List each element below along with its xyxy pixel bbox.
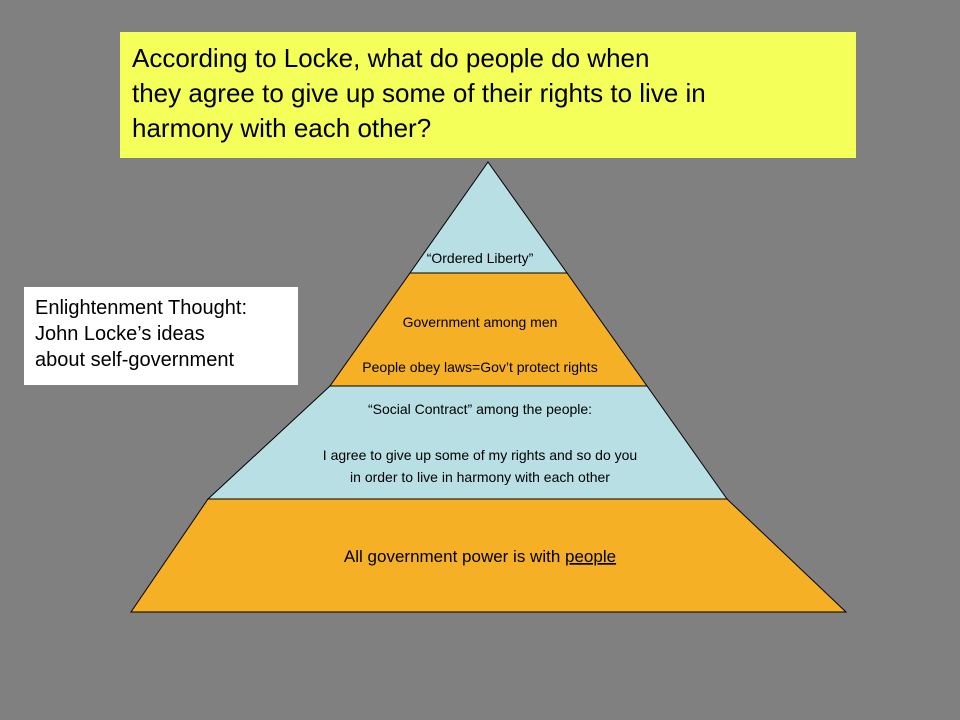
- question-line-1: According to Locke, what do people do wh…: [132, 43, 650, 73]
- note-line-2: John Locke’s ideas: [35, 323, 205, 345]
- question-line-2: they agree to give up some of their righ…: [132, 78, 706, 108]
- harmony-label: in order to live in harmony with each ot…: [350, 469, 610, 485]
- ordered-liberty-label: “Ordered Liberty”: [427, 250, 534, 266]
- question-box: According to Locke, what do people do wh…: [120, 32, 856, 158]
- government-power-prefix: All government power is with: [344, 547, 565, 566]
- obey-laws-label: People obey laws=Gov’t protect rights: [362, 359, 597, 375]
- people-underlined: people: [565, 547, 616, 566]
- social-contract-label: “Social Contract” among the people:: [368, 401, 592, 417]
- note-line-1: Enlightenment Thought:: [35, 297, 248, 319]
- pyramid-tier-base: [130, 498, 848, 613]
- government-among-men-label: Government among men: [403, 314, 558, 330]
- agree-give-up-rights-label: I agree to give up some of my rights and…: [323, 447, 637, 463]
- enlightenment-note-box: Enlightenment Thought: John Locke’s idea…: [24, 287, 298, 385]
- government-power-label: All government power is with people: [344, 547, 616, 566]
- question-line-3: harmony with each other?: [132, 113, 432, 143]
- note-line-3: about self-government: [35, 349, 235, 371]
